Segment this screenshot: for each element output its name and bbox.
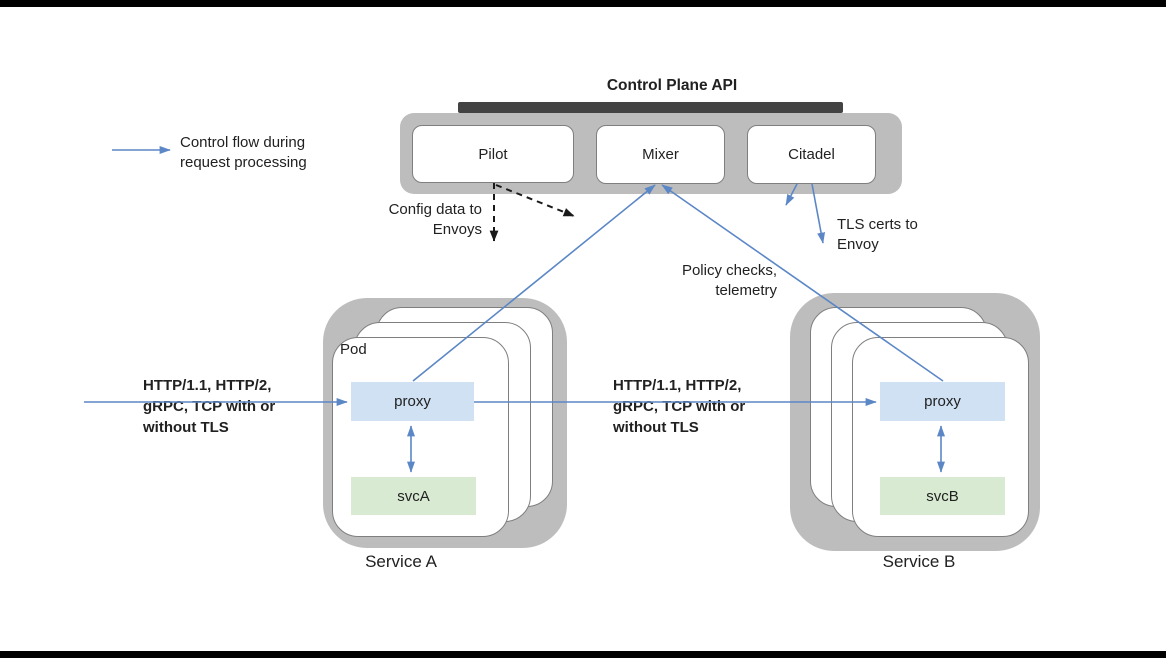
control-plane-api-bar	[458, 102, 843, 113]
config-data-label: Config data to Envoys	[388, 201, 482, 238]
bottom-frame-bar	[0, 651, 1166, 658]
service-b-name: Service B	[882, 552, 956, 571]
pilot-label: Pilot	[478, 145, 508, 163]
mixer-box: Mixer	[596, 125, 725, 184]
service-a-name: Service A	[365, 552, 437, 571]
service-a-svc-box: svcA	[351, 477, 476, 515]
pod-label: Pod	[340, 341, 367, 358]
policy-checks-label: Policy checks, telemetry	[681, 262, 777, 299]
traffic-label-left: HTTP/1.1, HTTP/2, gRPC, TCP with or with…	[143, 377, 276, 436]
service-a-svc-label: svcA	[397, 487, 430, 505]
pilot-box: Pilot	[412, 125, 574, 183]
service-b-proxy-box: proxy	[880, 382, 1005, 421]
service-b-proxy-label: proxy	[924, 393, 961, 410]
legend-label: Control flow during request processing	[180, 134, 307, 171]
service-a-proxy-label: proxy	[394, 393, 431, 410]
service-b-svc-box: svcB	[880, 477, 1005, 515]
top-frame-bar	[0, 0, 1166, 7]
service-b-svc-label: svcB	[926, 487, 959, 505]
service-a-proxy-box: proxy	[351, 382, 474, 421]
mixer-label: Mixer	[642, 146, 679, 163]
tls-certs-label: TLS certs to Envoy	[837, 216, 918, 253]
citadel-box: Citadel	[747, 125, 876, 184]
control-plane-api-title: Control Plane API	[606, 77, 738, 94]
traffic-label-middle: HTTP/1.1, HTTP/2, gRPC, TCP with or with…	[613, 377, 746, 436]
citadel-label: Citadel	[788, 146, 835, 163]
